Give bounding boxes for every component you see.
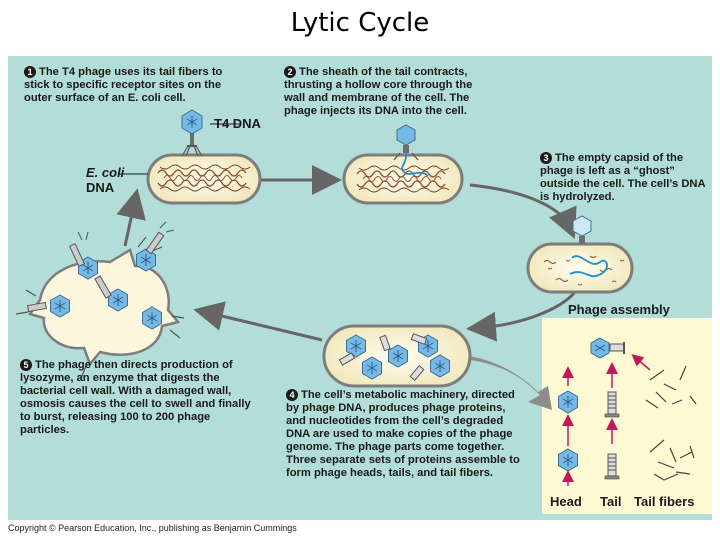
step-3-number: 3 [540,152,552,164]
step-5-number: 5 [20,359,32,371]
head-label: Head [550,494,582,509]
phage-icon [180,108,204,158]
assembly-arrow [470,356,552,410]
step-5-description: The phage then directs production of lys… [20,359,251,436]
phage-assembly-label: Phage assembly [568,302,670,317]
step-4-description: The cell’s metabolic machinery, directed… [286,389,520,479]
arrow-step5-to-1 [116,188,146,247]
arrow-step3-to-4 [466,291,577,342]
t4-dna-label: T4 DNA [214,116,261,131]
step-4-number: 4 [286,389,298,401]
ecoli-cell-4 [322,324,472,388]
tail-label: Tail [600,494,622,509]
ecoli-cell-2 [342,149,464,205]
phage-ghost-icon [572,215,592,244]
ecoli-cell-1 [146,153,262,205]
step-1-number: 1 [24,66,36,78]
assembly-illustration [558,337,697,486]
arrow-step4-to-5 [193,301,323,342]
ecoli-cell-3 [526,242,634,294]
copyright-notice: Copyright © Pearson Education, Inc., pub… [8,523,297,533]
step-2-number: 2 [284,66,296,78]
step-1-description: The T4 phage uses its tail fibers to sti… [24,66,223,104]
step-3-description: The empty capsid of the phage is left as… [540,152,706,203]
ecoli-label: E. coli [86,165,125,180]
page-title: Lytic Cycle [290,8,430,38]
step-2-description: The sheath of the tail contracts, thrust… [284,66,473,117]
tail-fibers-label: Tail fibers [634,494,695,509]
phage-icon [393,124,419,161]
phage-icon [27,221,175,330]
ecoli-dna-label: DNA [86,180,115,195]
arrow-step2-to-3 [469,183,577,239]
